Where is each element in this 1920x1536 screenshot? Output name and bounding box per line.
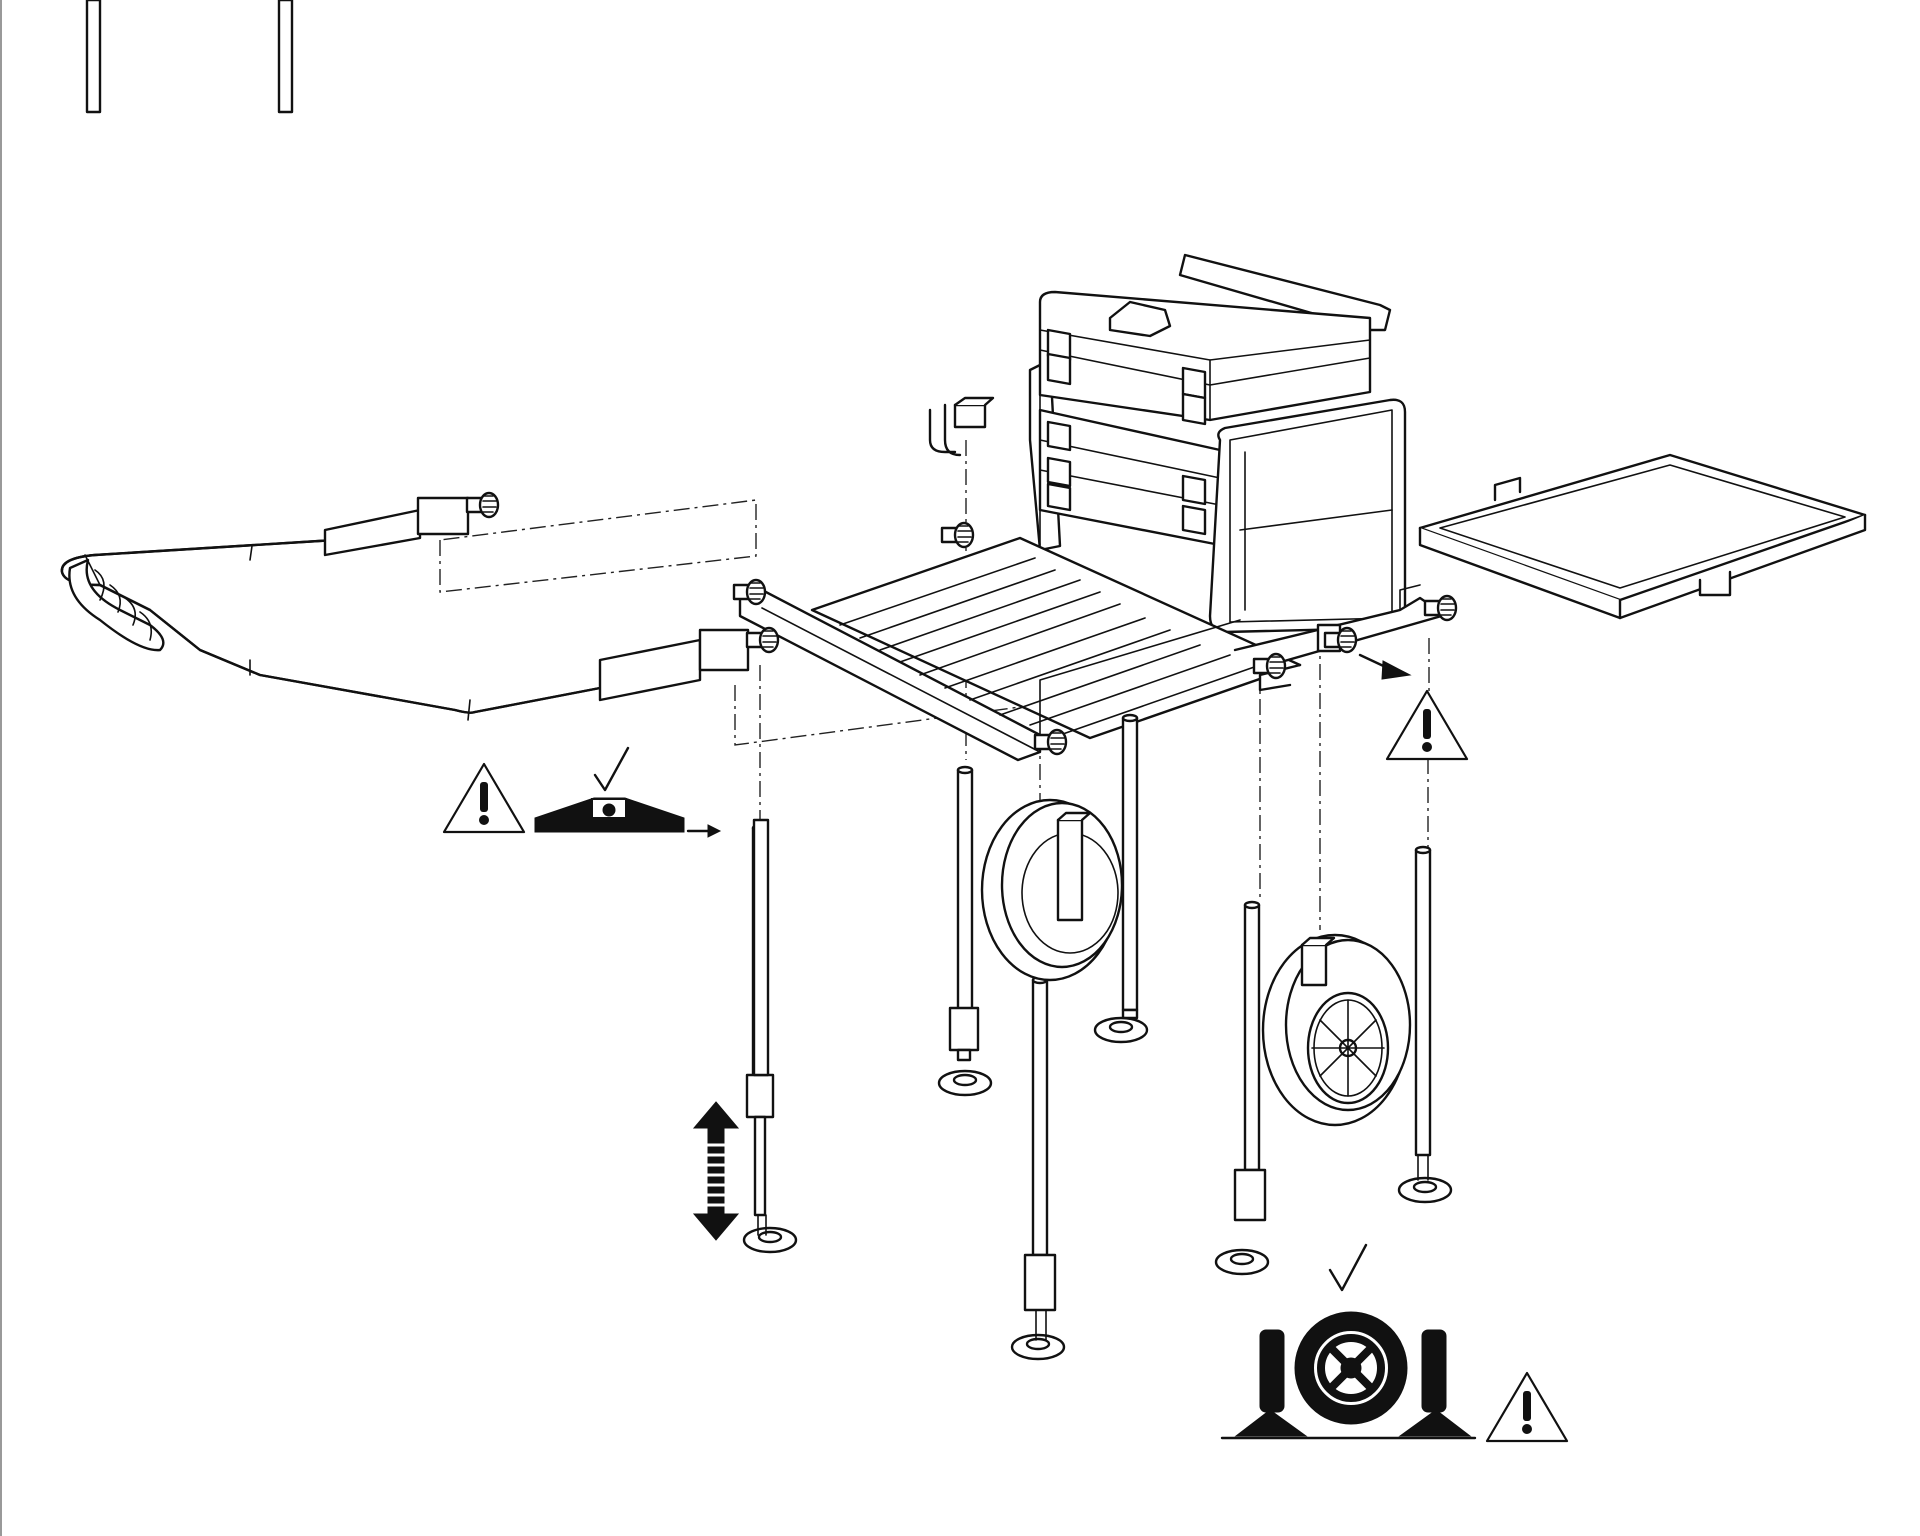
wheel-right bbox=[1261, 933, 1412, 1127]
adjust-height-arrow-icon bbox=[692, 1101, 740, 1241]
wheel-left bbox=[980, 798, 1124, 982]
warning-triangle-icon bbox=[442, 762, 526, 834]
seat-box bbox=[1028, 253, 1407, 634]
checkmark-icon bbox=[1328, 1243, 1368, 1292]
direction-arrow-icon bbox=[686, 824, 722, 838]
wheel-chock-icon bbox=[1220, 1311, 1477, 1440]
accessory-bracket bbox=[928, 396, 995, 457]
side-tray bbox=[1418, 453, 1867, 620]
warning-triangle-icon bbox=[1485, 1371, 1569, 1443]
checkmark-icon bbox=[593, 746, 630, 792]
direction-arrow-icon bbox=[1358, 653, 1412, 680]
push-handle bbox=[60, 491, 780, 721]
adjustable-legs bbox=[742, 713, 1453, 1361]
leg-with-height-adjust bbox=[752, 818, 770, 1077]
platform-frame bbox=[738, 536, 1447, 762]
warning-triangle-icon bbox=[1385, 689, 1469, 761]
top-rods bbox=[85, 0, 294, 114]
spirit-level-icon bbox=[534, 797, 685, 833]
